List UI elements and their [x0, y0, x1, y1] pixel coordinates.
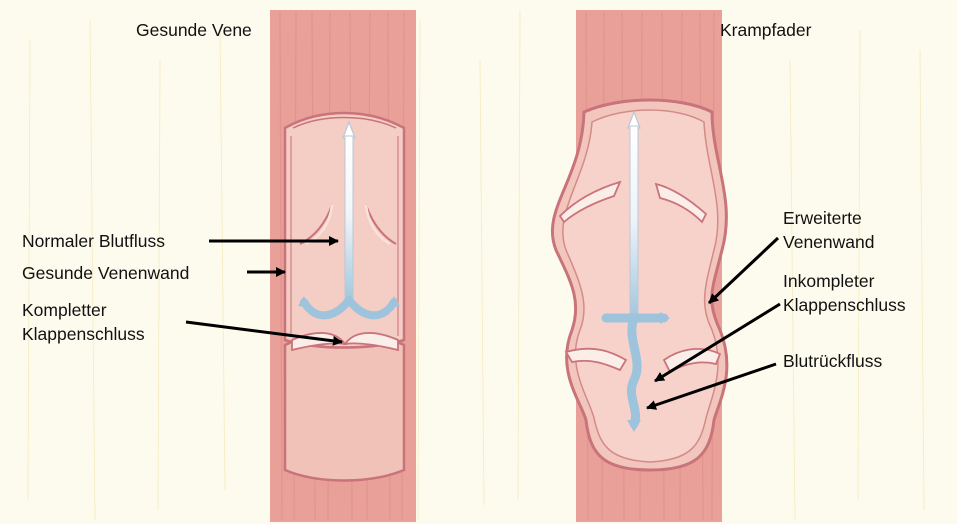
- label-complete-closure-line2: Klappenschluss: [22, 324, 145, 345]
- label-complete-closure-line1: Kompletter: [22, 300, 107, 321]
- label-incomplete-closure-line1: Inkompleter: [783, 271, 874, 292]
- label-dilated-wall-line1: Erweiterte: [783, 208, 862, 229]
- label-normal-flow: Normaler Blutfluss: [22, 231, 165, 252]
- healthy-vein: [270, 10, 416, 522]
- label-reflux: Blutrückfluss: [783, 351, 882, 372]
- label-dilated-wall-line2: Venenwand: [783, 232, 874, 253]
- label-incomplete-closure-line2: Klappenschluss: [783, 295, 906, 316]
- label-healthy-wall: Gesunde Venenwand: [22, 263, 189, 284]
- varicose-vein: [552, 10, 727, 522]
- title-healthy-vein: Gesunde Vene: [136, 20, 252, 41]
- title-varicose-vein: Krampfader: [720, 20, 811, 41]
